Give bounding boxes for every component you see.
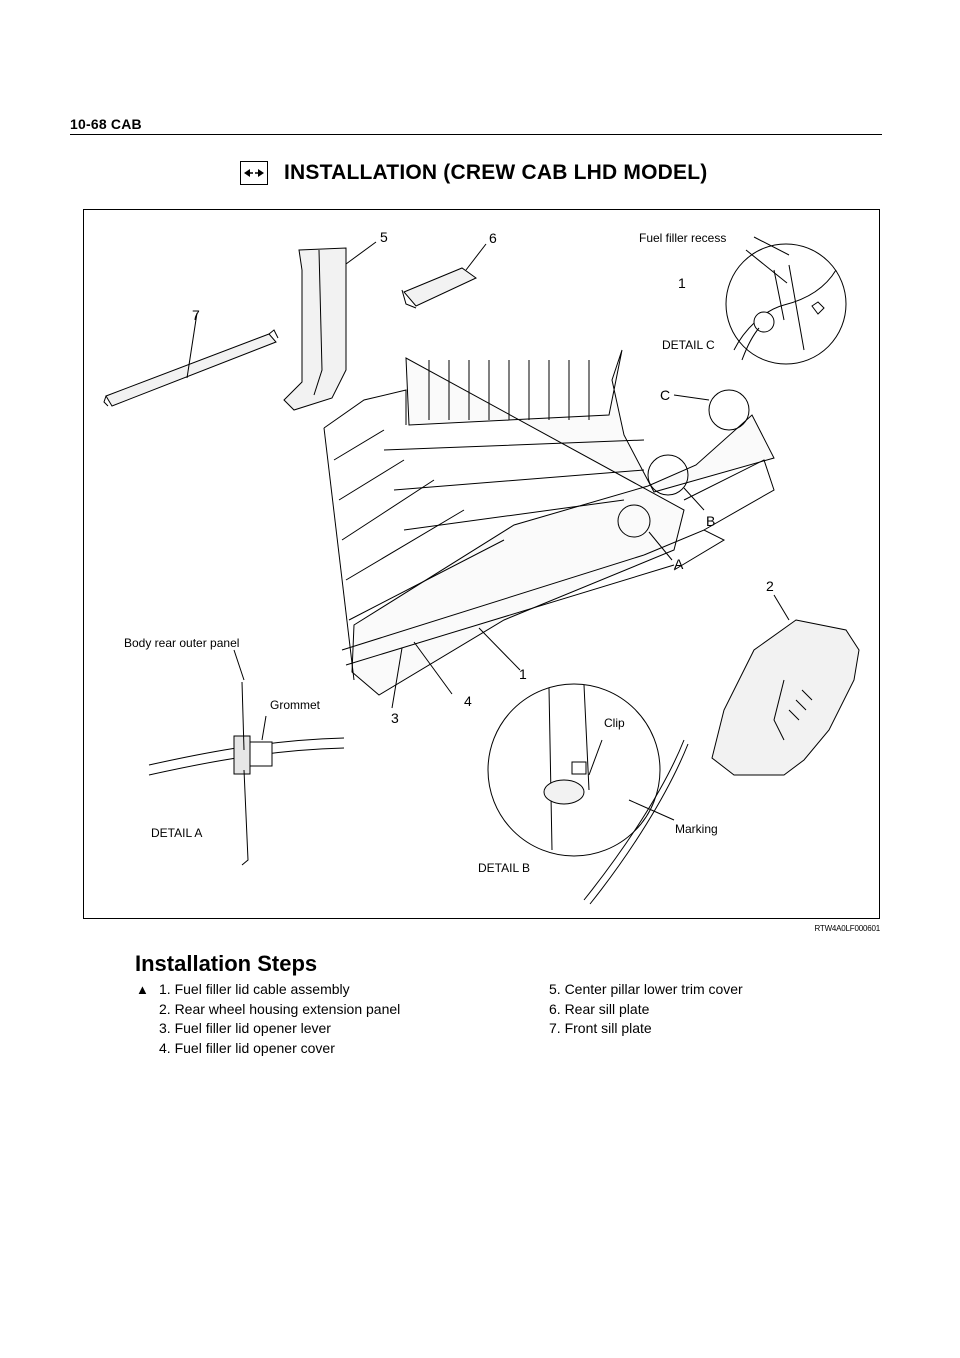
label-marking: Marking <box>675 822 718 836</box>
callout-7: 7 <box>192 307 200 323</box>
steps-right-column: 5. Center pillar lower trim cover 6. Rea… <box>525 980 845 1039</box>
section-title: INSTALLATION (CREW CAB LHD MODEL) <box>240 158 707 188</box>
callout-5: 5 <box>380 229 388 245</box>
label-body-rear-outer-panel: Body rear outer panel <box>124 636 240 650</box>
callout-b: B <box>706 513 716 529</box>
callout-1: 1 <box>519 666 527 682</box>
triangle-marker-icon: ▲ <box>136 982 149 997</box>
label-detail-c: DETAIL C <box>662 338 715 352</box>
installation-arrows-icon <box>240 161 268 185</box>
callout-a: A <box>674 556 684 572</box>
technical-illustration <box>103 236 860 905</box>
label-detail-a: DETAIL A <box>151 826 203 840</box>
label-grommet: Grommet <box>270 698 321 712</box>
steps-left-column: ▲1. Fuel filler lid cable assembly 2. Re… <box>135 980 495 1058</box>
step-3: 3. Fuel filler lid opener lever <box>159 1020 331 1036</box>
label-fuel-filler-recess: Fuel filler recess <box>639 231 727 245</box>
callout-3: 3 <box>391 710 399 726</box>
step-2: 2. Rear wheel housing extension panel <box>159 1000 401 1017</box>
steps-heading: Installation Steps <box>135 951 318 976</box>
step-4: 4. Fuel filler lid opener cover <box>159 1039 335 1056</box>
label-detail-b: DETAIL B <box>478 861 531 875</box>
step-5: 5. Center pillar lower trim cover <box>549 981 743 997</box>
figure-code: RTW4A0LF000601 <box>814 924 880 933</box>
callout-1-detail: 1 <box>678 275 686 291</box>
callout-4: 4 <box>464 693 472 709</box>
label-clip: Clip <box>604 716 625 730</box>
callout-c: C <box>660 387 671 403</box>
section-title-text: INSTALLATION (CREW CAB LHD MODEL) <box>284 161 708 184</box>
step-1: ▲1. Fuel filler lid cable assembly <box>135 980 495 1000</box>
callout-2: 2 <box>766 578 774 594</box>
callout-6: 6 <box>489 230 497 246</box>
step-7: 7. Front sill plate <box>549 1020 652 1036</box>
installation-figure: Fuel filler recess DETAIL C Body rear ou… <box>83 209 880 919</box>
page-header: 10-68 CAB <box>70 116 882 135</box>
step-6: 6. Rear sill plate <box>549 1000 650 1017</box>
page-header-text: 10-68 CAB <box>70 116 142 132</box>
